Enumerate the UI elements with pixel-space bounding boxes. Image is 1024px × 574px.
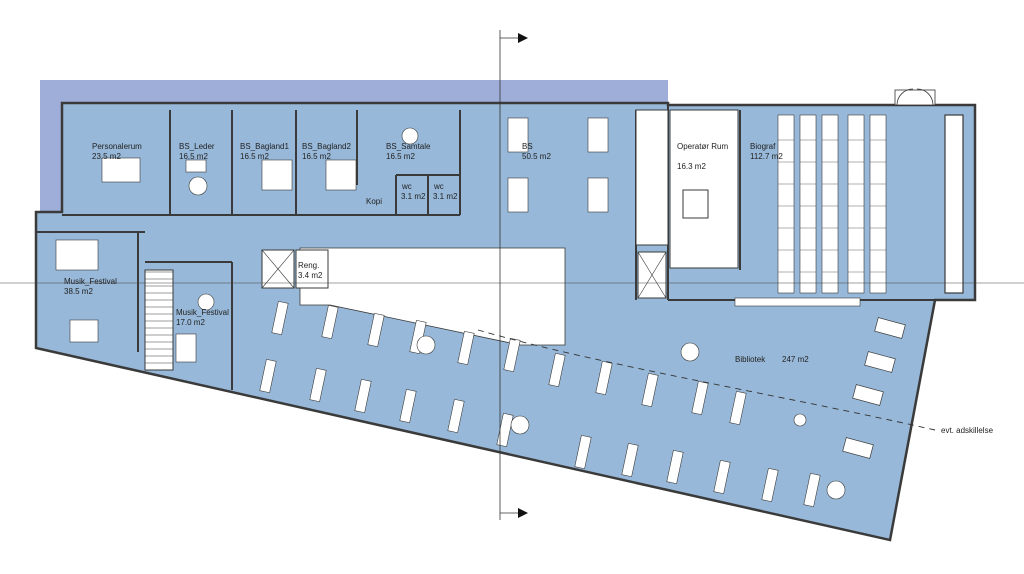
library-shelf [309,367,327,403]
library-shelf [259,358,277,394]
library-shelf [641,372,659,408]
desk [101,157,141,183]
library-furniture [259,300,906,508]
library-shelf [457,330,475,366]
room-area-bs-bagland2: 16.5 m2 [302,152,331,161]
entrance-doors [894,88,936,106]
room-label-musik-festival-1: Musik_Festival [64,277,117,286]
room-label-wc-2: wc [433,182,444,191]
operator-room [669,109,739,269]
desk [507,117,529,153]
room-area-bibliotek: 247 m2 [782,355,809,364]
desk [587,177,609,213]
stair-core-top [635,109,669,246]
room-area-bs-bagland1: 16.5 m2 [240,152,269,161]
room-label-reng: Reng. [298,261,319,270]
room-label-bs-samtale: BS_Samtale [386,142,431,151]
desk [175,333,197,363]
seat-column [847,114,865,294]
round-table [197,293,215,311]
room-label-wc-1: wc [401,182,412,191]
room-area-bs-samtale: 16.5 m2 [386,152,415,161]
room-label-kopi: Kopi [366,197,382,206]
desk [325,159,357,191]
room-area-biograf: 112.7 m2 [750,152,783,161]
room-label-operator: Operatør Rum [677,142,728,151]
library-table [842,437,874,459]
library-table [852,384,884,406]
room-label-bs: BS [522,142,533,151]
library-shelf [803,472,821,508]
library-shelf [595,360,613,396]
room-label-bs-bagland2: BS_Bagland2 [302,142,351,151]
divider-line [477,329,936,431]
round-table [401,127,419,145]
library-shelf [321,304,339,340]
room-label-personalerum: Personalerum [92,142,142,151]
round-table [793,413,807,427]
desk [55,239,99,271]
desk [69,319,99,343]
library-shelf [447,398,465,434]
seat-column [799,114,817,294]
stairs-musik [144,269,174,371]
desk [185,159,207,173]
round-table [680,342,700,362]
counter [734,297,861,307]
library-shelf [621,442,639,478]
room-area-bs-leder: 16.5 m2 [179,152,208,161]
elevator-cross [637,251,667,299]
room-label-musik-festival-2: Musik_Festival [176,308,229,317]
library-table [864,351,896,373]
library-shelf [574,434,592,470]
cinema-seating [734,114,887,307]
room-area-operator: 16.3 m2 [677,162,706,171]
library-shelf [367,312,385,348]
projector [682,189,709,219]
elevator-cross [261,249,295,289]
desk [587,117,609,153]
library-shelf [548,352,566,388]
office-furniture [55,117,609,363]
round-table [416,335,436,355]
section-arrow-top [518,33,528,43]
room-label-biograf: Biograf [750,142,776,151]
room-area-reng: 3.4 m2 [298,271,323,280]
round-table [510,415,530,435]
round-tables [188,127,846,500]
library-shelf [761,467,779,503]
cinema-screen [944,114,964,294]
seat-column [777,114,795,294]
library-table [874,317,906,339]
library-shelf [713,459,731,495]
room-area-musik-festival-2: 17.0 m2 [176,318,205,327]
library-shelf [503,337,521,373]
seat-column [821,114,839,294]
room-area-musik-festival-1: 38.5 m2 [64,287,93,296]
room-area-bs: 50.5 m2 [522,152,551,161]
room-label-bibliotek: Bibliotek [735,355,766,364]
round-table [826,480,846,500]
terrace-area [40,80,668,212]
round-table [188,176,208,196]
desk [507,177,529,213]
stair-void [299,247,566,346]
library-shelf [691,380,709,416]
room-label-bs-bagland1: BS_Bagland1 [240,142,289,151]
room-area-personalerum: 23.5 m2 [92,152,121,161]
desk [261,159,293,191]
seat-column [869,114,887,294]
reng-room [295,249,329,289]
library-shelf [666,449,684,485]
section-arrow-bottom [518,508,528,518]
library-shelf [729,390,747,426]
library-shelf [354,378,372,414]
room-area-wc-1: 3.1 m2 [401,192,426,201]
library-shelf [271,300,289,336]
divider-annotation: evt. adskillelse [941,426,994,435]
library-shelf [399,388,417,424]
room-label-bs-leder: BS_Leder [179,142,215,151]
room-area-wc-2: 3.1 m2 [433,192,458,201]
